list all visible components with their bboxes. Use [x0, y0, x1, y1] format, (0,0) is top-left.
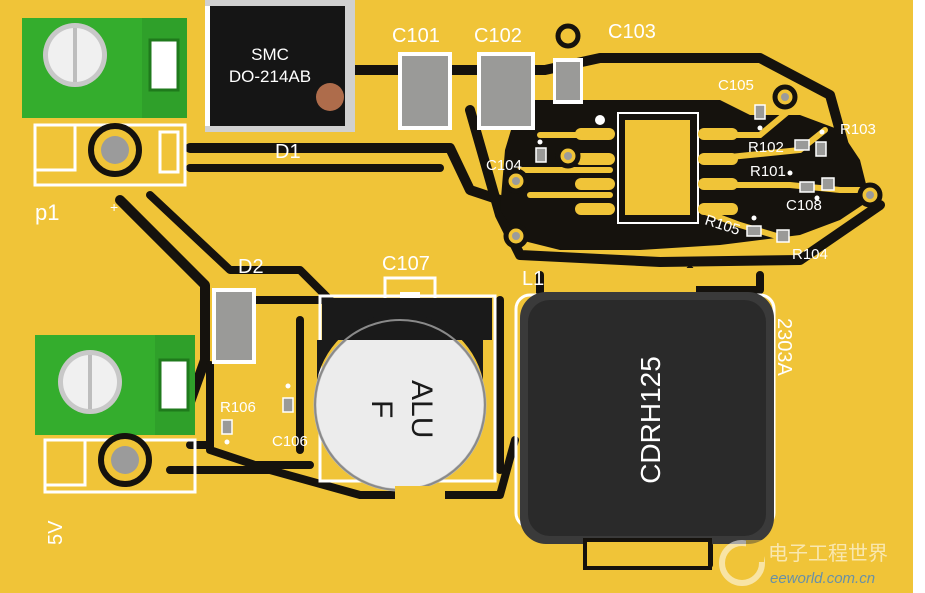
cap-marking-line2: F [365, 400, 398, 418]
capacitor-c102 [477, 52, 535, 130]
ic-main [575, 112, 738, 224]
resistor-r106 [221, 419, 233, 445]
label-p1: p1 [35, 200, 59, 225]
ic-marking: 2303A [773, 318, 795, 376]
watermark [719, 540, 765, 586]
label-r102: R102 [748, 139, 784, 156]
capacitor-c101 [398, 52, 452, 130]
label-r106: R106 [220, 399, 256, 416]
terminal-block-5v [35, 335, 197, 494]
label-d1: D1 [275, 141, 301, 163]
board-edge [913, 0, 925, 593]
capacitor-c107 [313, 276, 497, 500]
terminal-block-p1 [22, 18, 187, 187]
diode-d1 [205, 0, 355, 132]
label-5v: 5V [45, 520, 67, 545]
diode-d2 [212, 288, 256, 364]
label-p1-plus: + [110, 199, 118, 215]
small-passives [535, 104, 835, 243]
label-c107: C107 [382, 253, 430, 275]
label-c105: C105 [718, 77, 754, 94]
label-c102: C102 [474, 25, 522, 47]
label-r101: R101 [750, 163, 786, 180]
inductor-l1 [514, 268, 776, 570]
d1-package-line2: DO-214AB [229, 67, 311, 86]
label-c101: C101 [392, 25, 440, 47]
via-holes [512, 93, 874, 240]
d1-package-line1: SMC [251, 45, 289, 64]
inductor-marking: CDRH125 [635, 356, 666, 484]
watermark-url: eeworld.com.cn [770, 570, 875, 587]
label-r104: R104 [792, 246, 828, 263]
label-c104: C104 [486, 157, 522, 174]
label-c106: C106 [272, 433, 308, 450]
cap-marking-line1: ALU [405, 380, 438, 438]
label-d2: D2 [238, 256, 264, 278]
capacitor-c106 [282, 383, 294, 413]
label-l1: L1 [522, 268, 544, 290]
passive-dots [537, 125, 825, 221]
label-r103: R103 [840, 121, 876, 138]
label-c108: C108 [786, 197, 822, 214]
label-c103: C103 [608, 21, 656, 43]
watermark-cn: 电子工程世界 [768, 542, 888, 565]
capacitor-c103 [553, 23, 583, 104]
